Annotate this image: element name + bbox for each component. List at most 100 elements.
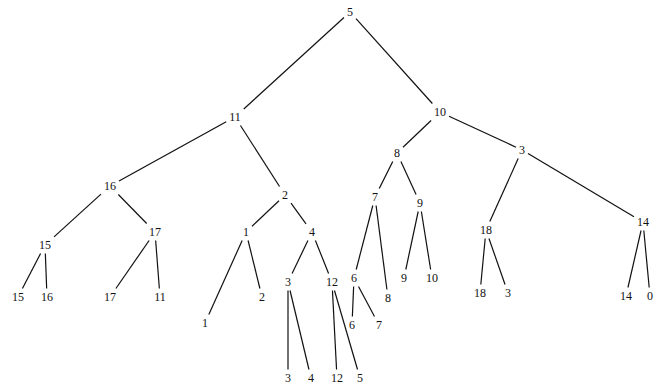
tree-node: 16 (102, 179, 118, 194)
tree-branch (315, 241, 328, 274)
node-number: 10 (426, 271, 438, 285)
tree-branch (45, 254, 46, 289)
node-number: 3 (505, 286, 511, 300)
node-number: 9 (417, 196, 423, 210)
node-number: 1 (243, 225, 249, 239)
node-number: 0 (647, 289, 653, 303)
tree-branch (489, 239, 505, 285)
tree-branch (421, 212, 430, 270)
node-number: 14 (620, 289, 632, 303)
node-number: 15 (39, 238, 51, 252)
tree-branch (156, 241, 160, 289)
tree-branch (291, 203, 306, 224)
tree-branch (22, 254, 40, 289)
tree-branch (287, 291, 288, 370)
tree-node: 14 (635, 215, 651, 230)
tree-branch (356, 206, 373, 270)
tree-branch (644, 231, 649, 288)
tree-branch (376, 206, 387, 290)
node-number: 16 (41, 290, 53, 304)
tree-branch (490, 159, 518, 222)
node-number: 12 (326, 275, 338, 289)
tree-branch (116, 241, 149, 289)
node-number: 15 (12, 290, 24, 304)
node-number: 18 (474, 286, 486, 300)
tree-node: 3 (517, 143, 527, 158)
tree-branch (356, 19, 432, 104)
leaf-label: 3 (283, 371, 293, 386)
node-number: 11 (229, 110, 241, 124)
node-number: 5 (357, 371, 363, 385)
tree-branch (244, 17, 344, 109)
tree-node: 12 (324, 275, 340, 290)
node-number: 4 (309, 225, 315, 239)
tree-branch (118, 195, 146, 224)
leaf-label: 0 (645, 289, 655, 304)
node-number: 16 (104, 179, 116, 193)
tree-branch (359, 287, 375, 317)
node-number: 10 (434, 105, 446, 119)
tree-branch (54, 194, 101, 237)
node-number: 9 (401, 271, 407, 285)
tree-branch (481, 239, 485, 285)
node-number: 17 (149, 225, 161, 239)
node-number: 2 (259, 290, 265, 304)
tree-branch (403, 121, 431, 148)
tree-node: 10 (432, 105, 448, 120)
tree-node: 9 (415, 196, 425, 211)
tree-node: 1 (241, 225, 251, 240)
tree-node: 2 (280, 188, 290, 203)
node-number: 12 (331, 371, 343, 385)
node-number: 6 (351, 271, 357, 285)
leaf-label: 5 (355, 371, 365, 386)
node-number: 3 (285, 275, 291, 289)
tree-node: 7 (370, 190, 380, 205)
leaf-label: 2 (257, 290, 267, 305)
tree-node: 15 (37, 238, 53, 253)
tree-node: 5 (345, 5, 355, 20)
tree-node: 6 (349, 271, 359, 286)
tree-branch (406, 212, 418, 270)
leaf-label: 6 (347, 318, 357, 333)
leaf-label: 3 (503, 286, 513, 301)
node-number: 2 (282, 188, 288, 202)
tree-branch (292, 241, 308, 274)
tree-branch (209, 241, 242, 315)
node-number: 7 (376, 318, 382, 332)
tree-branch (401, 162, 416, 195)
node-number: 1 (202, 316, 208, 330)
leaf-label: 16 (39, 290, 55, 305)
tree-node: 3 (283, 275, 293, 290)
node-number: 3 (519, 143, 525, 157)
tree-node: 4 (307, 225, 317, 240)
tree-branch (248, 241, 260, 289)
tree-branch (449, 116, 516, 147)
tree-branch (528, 154, 634, 217)
node-number: 11 (154, 290, 166, 304)
tree-node: 11 (227, 110, 243, 125)
tree-branch (379, 162, 393, 189)
leaf-label: 17 (102, 290, 118, 305)
leaf-label: 4 (306, 371, 316, 386)
tree-node: 8 (392, 146, 402, 161)
node-number: 14 (637, 215, 649, 229)
tree-branch (119, 122, 226, 181)
node-number: 5 (347, 5, 353, 19)
tree-node: 18 (478, 223, 494, 238)
tree-node: 10 (424, 271, 440, 286)
tree-branch (628, 231, 641, 288)
node-number: 8 (385, 291, 391, 305)
tree-node: 17 (147, 225, 163, 240)
node-number: 7 (372, 190, 378, 204)
leaf-label: 18 (472, 286, 488, 301)
tree-branch (290, 291, 309, 370)
tree-branch (332, 291, 336, 370)
node-number: 6 (349, 318, 355, 332)
node-number: 18 (480, 223, 492, 237)
tree-branch (352, 287, 353, 317)
tree-branch (240, 126, 279, 187)
leaf-label: 11 (152, 290, 168, 305)
tree-node: 9 (399, 271, 409, 286)
leaf-label: 7 (374, 318, 384, 333)
